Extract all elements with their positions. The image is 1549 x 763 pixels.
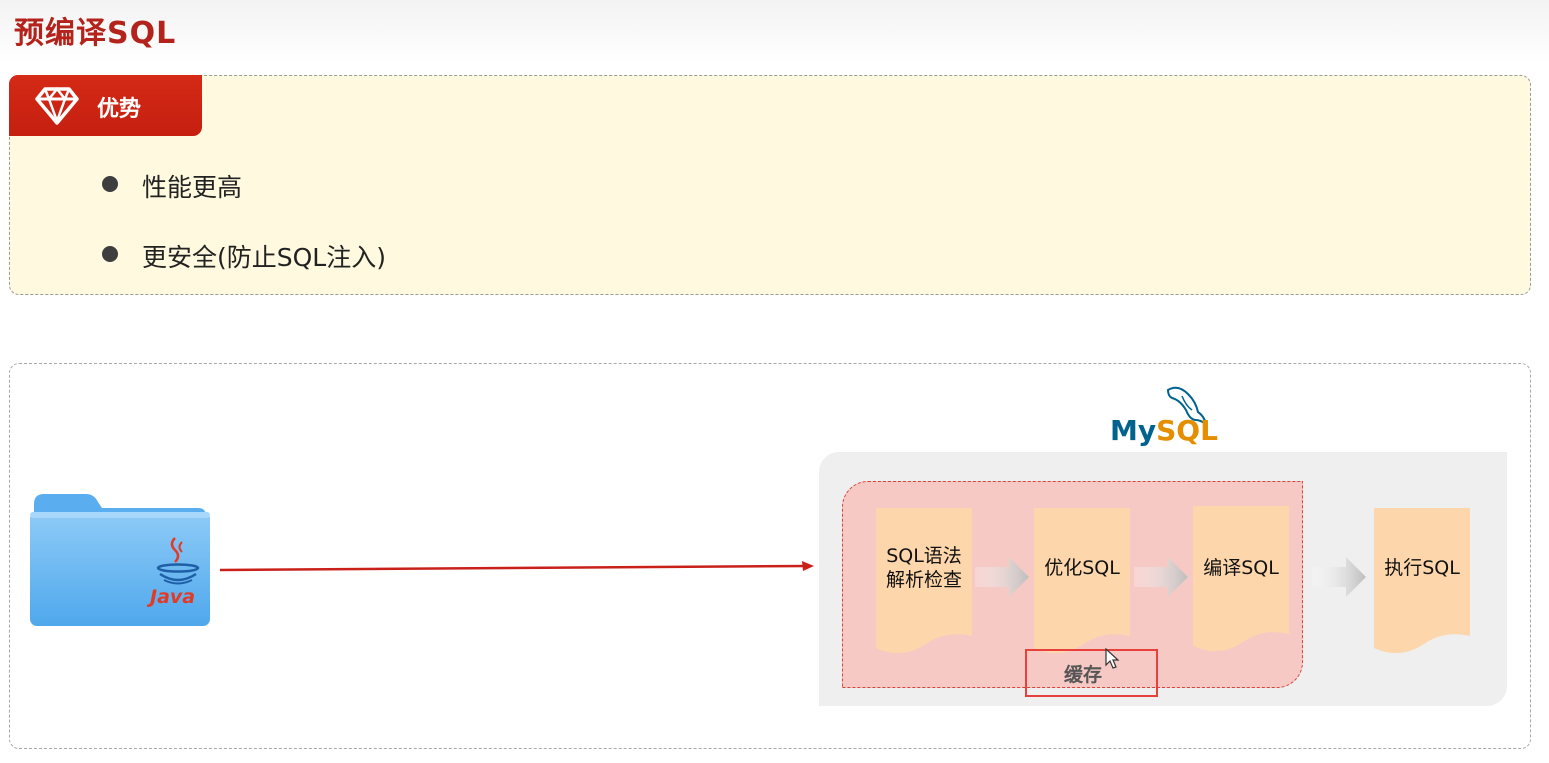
advantage-item-performance: 性能更高	[142, 173, 243, 202]
page-title: 预编译SQL	[14, 16, 177, 51]
advantages-tab: 优势	[9, 75, 202, 136]
mysql-logo-sql: SQL	[1156, 414, 1218, 447]
dolphin-icon	[1166, 386, 1208, 427]
step-parse-line1: SQL语法	[886, 545, 962, 567]
bullet-dot	[102, 176, 118, 192]
doc-shape	[1193, 506, 1289, 652]
bullet-dot	[102, 246, 118, 262]
step-parse-line2: 解析检查	[885, 569, 962, 591]
request-arrow	[219, 561, 814, 572]
step-execute: 执行SQL	[1384, 557, 1460, 579]
advantages-panel	[9, 75, 1531, 295]
header-bar: 预编译SQL	[0, 0, 1549, 62]
chevron-right-icon	[1134, 557, 1188, 597]
advantages-title: 优势	[97, 97, 142, 122]
mysql-logo-my: My	[1110, 414, 1157, 447]
chevron-right-icon	[1312, 557, 1366, 597]
cursor-icon	[1105, 648, 1120, 669]
step-compile: 编译SQL	[1203, 557, 1279, 579]
doc-shape	[1374, 508, 1470, 654]
mysql-logo-text: MySQL	[1110, 414, 1218, 447]
chevron-right-icon	[975, 557, 1029, 597]
cache-highlight-box	[1025, 649, 1158, 697]
step-optimize: 优化SQL	[1044, 557, 1120, 579]
diamond-icon	[35, 86, 79, 125]
folder-icon	[30, 494, 210, 626]
step-parse-check: SQL语法 解析检查	[876, 544, 972, 592]
doc-shape	[876, 508, 972, 654]
doc-shape	[1034, 508, 1130, 654]
advantage-item-security: 更安全(防止SQL注入)	[142, 243, 386, 272]
cache-label: 缓存	[1064, 664, 1103, 686]
java-label: Java	[150, 586, 196, 608]
java-cup-icon	[156, 537, 200, 585]
